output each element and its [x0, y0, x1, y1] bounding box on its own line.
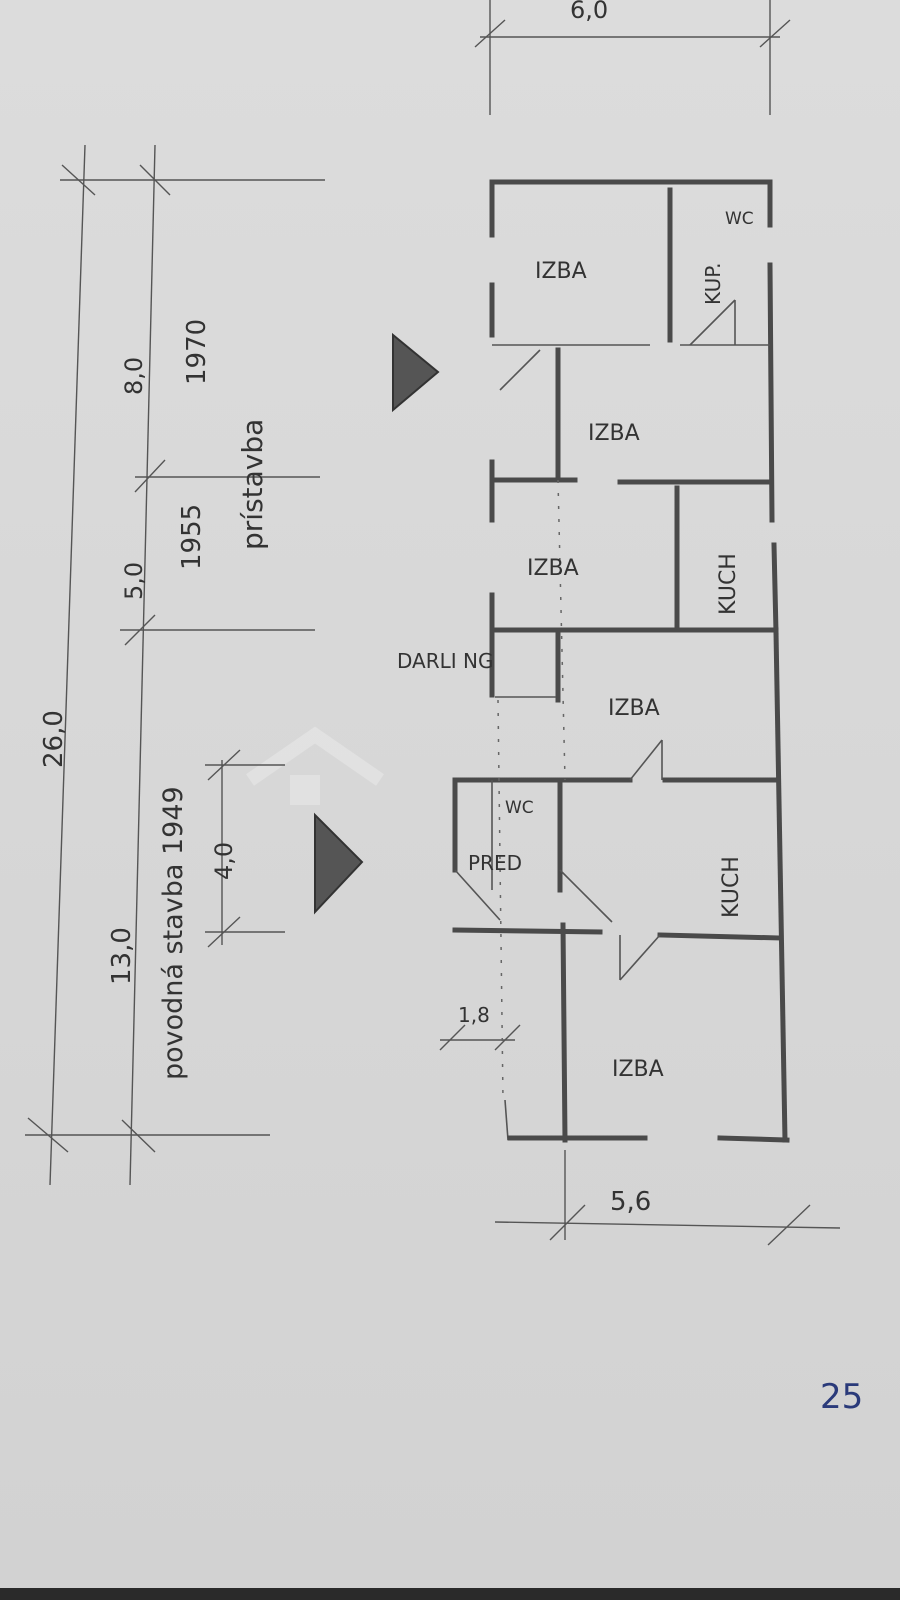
room-label-darling: DARLI NG [397, 649, 493, 673]
watermark-logo [246, 726, 384, 805]
room-label-izba: IZBA [608, 696, 660, 721]
page-number: 25 [820, 1377, 863, 1417]
extension-1970-dim: 8,0 [120, 357, 148, 395]
room-label-izba: IZBA [535, 259, 587, 284]
top-width-dim: 6,0 [570, 0, 608, 24]
walls [452, 179, 790, 1143]
total-length-dim: 26,0 [39, 710, 69, 768]
extension-1955-dim: 5,0 [120, 562, 148, 600]
bottom-edge [0, 1588, 900, 1600]
room-label-kuch: KUCH [719, 856, 744, 918]
room-label-izba: IZBA [588, 421, 640, 446]
year-1970: 1970 [182, 319, 212, 385]
section-marker-icon [392, 332, 440, 413]
dimension-lines [25, 0, 841, 1246]
porch-dim: 1,8 [458, 1003, 490, 1027]
room-label-izba: IZBA [527, 556, 579, 581]
room-label-pred: PRED [468, 851, 522, 875]
width-dim: 5,6 [610, 1187, 651, 1217]
room-label-kuch: KUCH [716, 553, 741, 615]
room-label-wc: WC [725, 209, 754, 229]
section-marker-icon [314, 812, 364, 915]
original-building-label: povodná stavba 1949 [158, 786, 189, 1080]
year-1955: 1955 [177, 504, 207, 570]
original-length-dim: 13,0 [107, 927, 137, 985]
extension-label: prístavba [236, 419, 269, 550]
room-label-kupelna: KUP. [701, 262, 725, 305]
room-label-izba: IZBA [612, 1057, 664, 1082]
inner-dim: 4,0 [210, 842, 238, 880]
room-label-wc: WC [505, 798, 534, 818]
